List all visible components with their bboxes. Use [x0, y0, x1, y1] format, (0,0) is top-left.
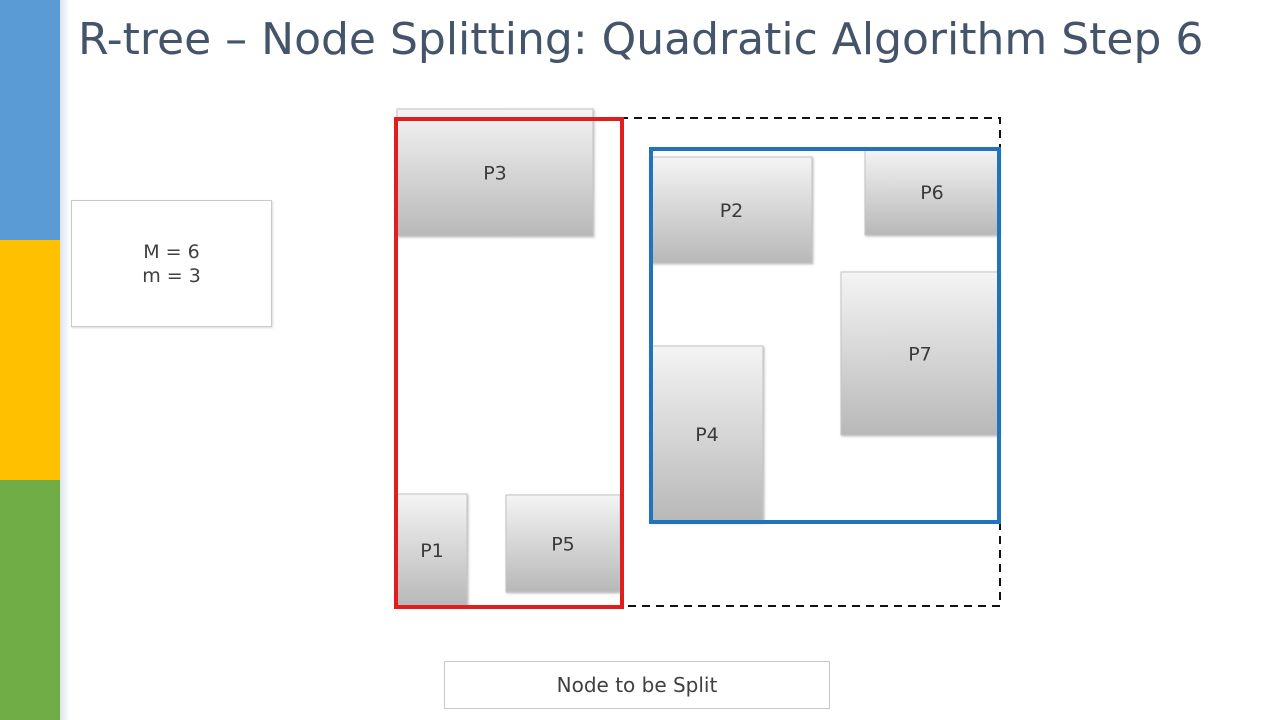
rect-p1: P1 — [396, 493, 468, 607]
rect-p7: P7 — [840, 271, 1000, 436]
rect-p6: P6 — [864, 148, 1000, 236]
rect-p6-label: P6 — [920, 182, 944, 204]
rect-p3-label: P3 — [483, 163, 507, 185]
side-bar-shadow — [60, 0, 70, 720]
rect-p3: P3 — [396, 108, 594, 237]
slide-title: R-tree – Node Splitting: Quadratic Algor… — [78, 14, 1204, 65]
rect-p6-shape — [864, 148, 1000, 236]
side-bar-green — [0, 480, 60, 720]
rect-p4: P4 — [650, 345, 764, 523]
rect-p4-shape — [650, 345, 764, 523]
blue-group-boundary — [649, 147, 1001, 524]
rect-p2: P2 — [650, 156, 813, 264]
rect-p7-label: P7 — [908, 344, 932, 366]
rect-p2-label: P2 — [720, 200, 744, 222]
rect-p1-label: P1 — [420, 540, 444, 562]
side-bar-blue — [0, 0, 60, 240]
rect-p5-label: P5 — [551, 534, 575, 556]
parameters-box: M = 6 m = 3 — [71, 200, 272, 327]
rect-p4-label: P4 — [695, 424, 719, 446]
max-entries-label: M = 6 — [143, 240, 200, 263]
side-bar-yellow — [0, 240, 60, 480]
min-entries-label: m = 3 — [142, 264, 201, 287]
rect-p1-shape — [396, 493, 468, 607]
rect-p5-shape — [505, 494, 621, 593]
red-group-boundary — [394, 117, 624, 609]
caption-box: Node to be Split — [444, 661, 830, 709]
rect-p5: P5 — [505, 494, 621, 593]
